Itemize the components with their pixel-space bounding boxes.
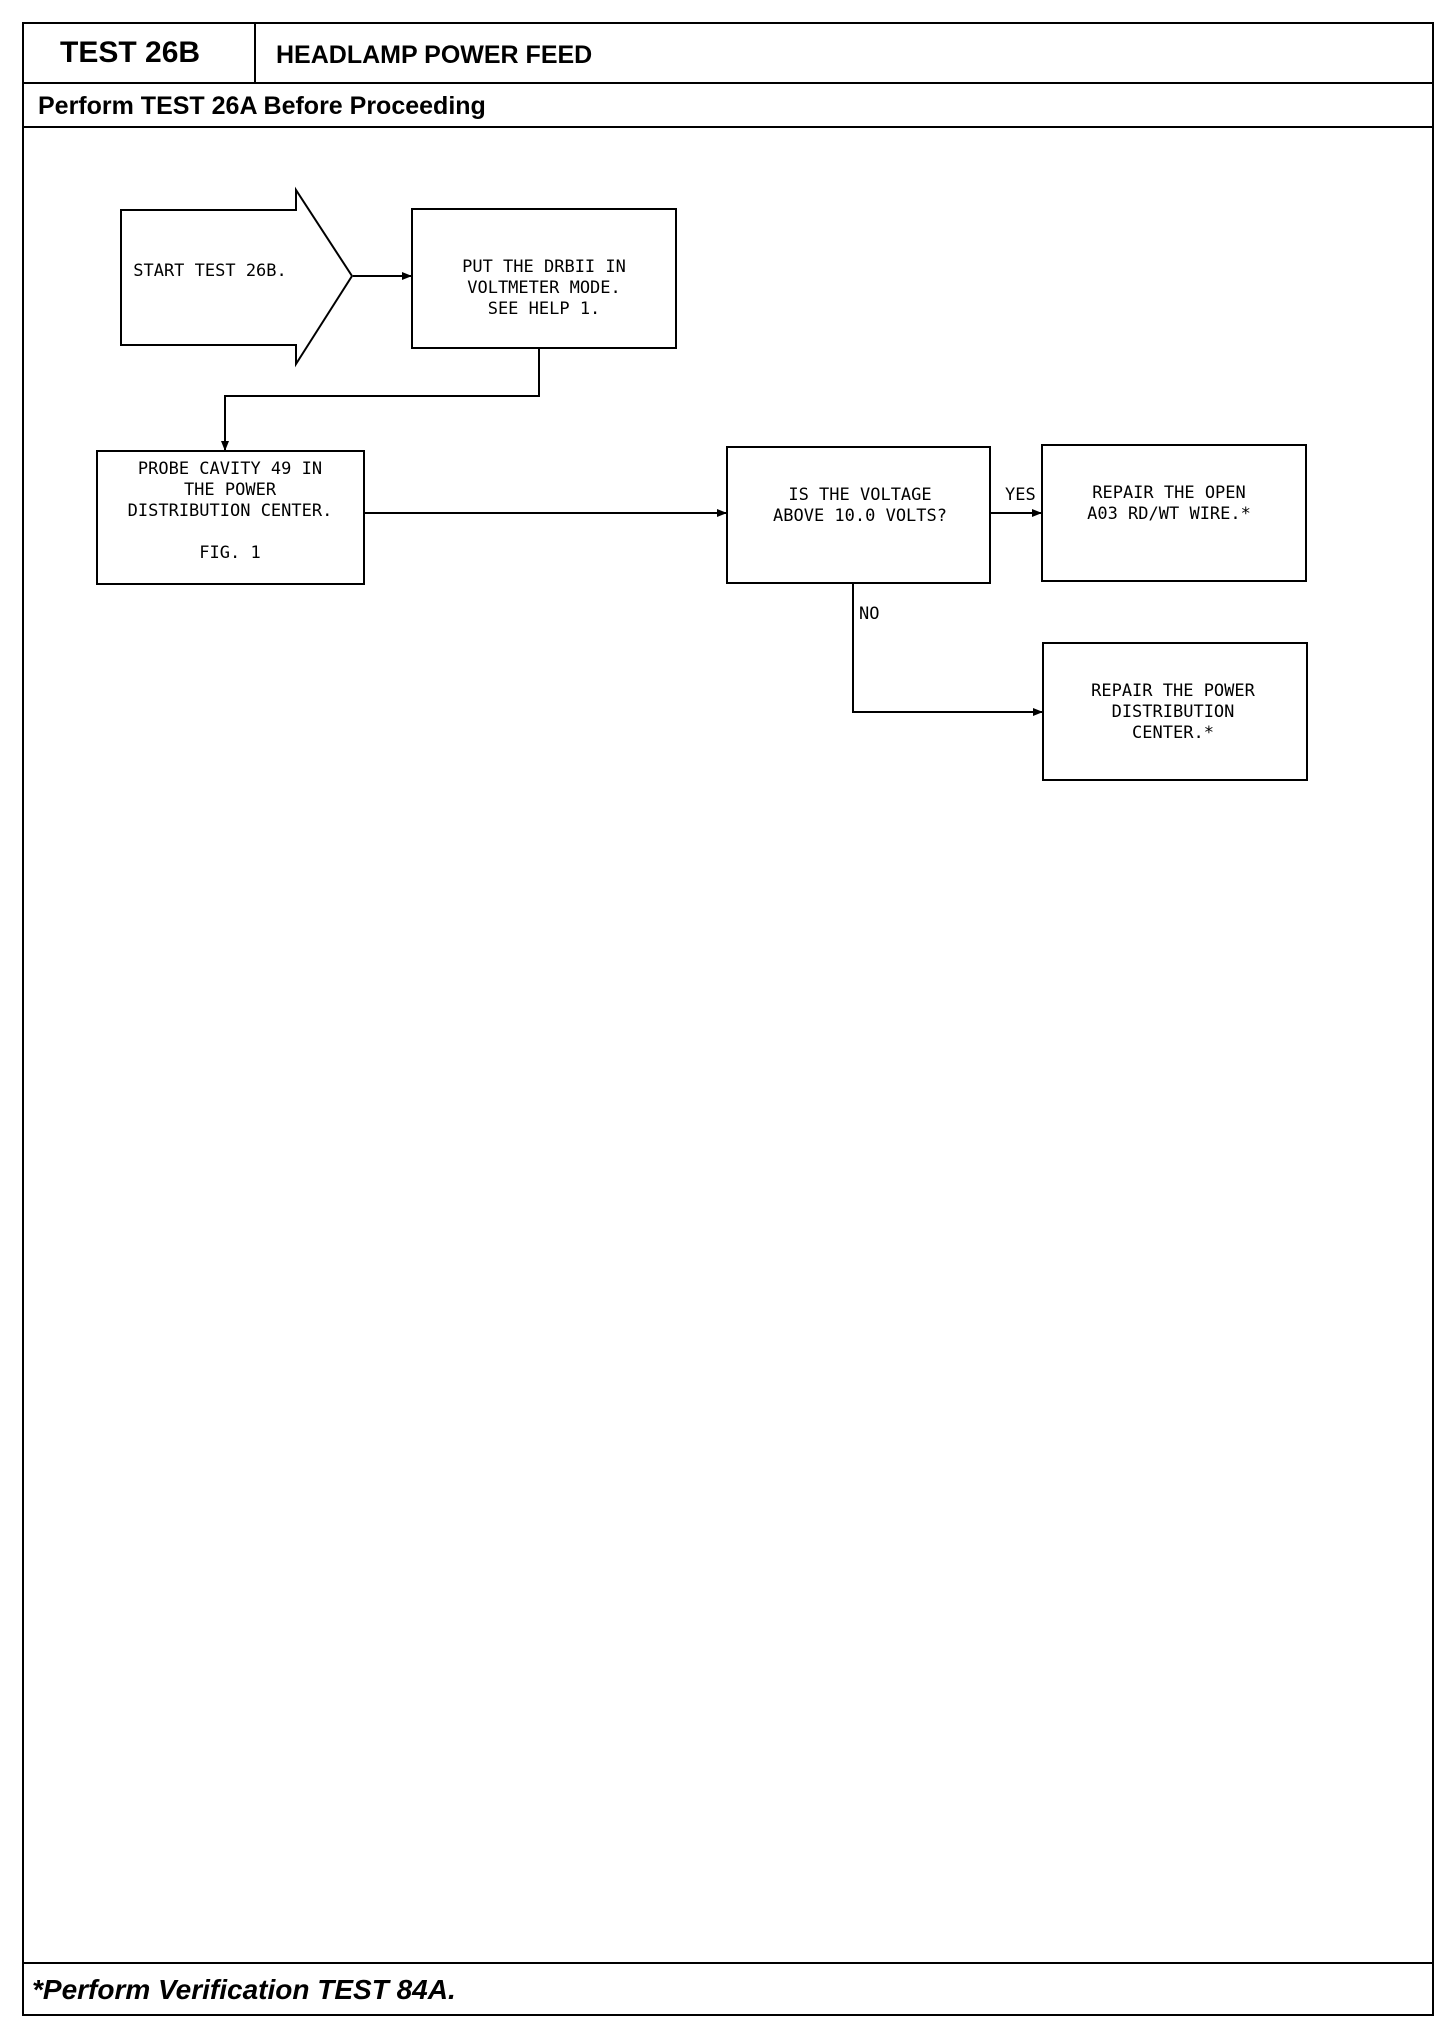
header-row: TEST 26B HEADLAMP POWER FEED [24, 24, 1432, 84]
voltage-decision-text-line: IS THE VOLTAGE [788, 485, 931, 505]
start-node-text-line: START TEST 26B. [133, 261, 287, 281]
no-label: NO [859, 604, 879, 624]
start-node-text: START TEST 26B. [133, 261, 287, 281]
test-number: TEST 26B [24, 24, 256, 82]
probe-step-text-line [225, 522, 235, 542]
drbii-step-text-line: VOLTMETER MODE. [467, 278, 621, 298]
verification-footer: *Perform Verification TEST 84A. [24, 1962, 1432, 2014]
repair-pdc-text-line: DISTRIBUTION [1112, 702, 1235, 722]
probe-step-text-line: FIG. 1 [199, 543, 260, 563]
start-node: START TEST 26B. [120, 186, 354, 368]
probe-step-text-line: DISTRIBUTION CENTER. [128, 501, 333, 521]
probe-step-text-line: PROBE CAVITY 49 IN [138, 459, 322, 479]
repair-pdc-text-line: CENTER.* [1132, 723, 1214, 743]
repair-pdc-text-line: REPAIR THE POWER [1091, 681, 1256, 701]
drbii-step-text-line: PUT THE DRBII IN [462, 257, 626, 277]
repair-wire-text-line: A03 RD/WT WIRE.* [1087, 504, 1251, 524]
probe-step-text-line: THE POWER [184, 480, 277, 500]
page-frame: TEST 26B HEADLAMP POWER FEED Perform TES… [22, 22, 1434, 2016]
connector-decision-no [852, 583, 1043, 716]
test-title: HEADLAMP POWER FEED [276, 41, 593, 69]
drbii-step-text-line: SEE HELP 1. [488, 299, 601, 319]
repair-wire-text-line: REPAIR THE OPEN [1092, 483, 1246, 503]
prerequisite-note: Perform TEST 26A Before Proceeding [24, 84, 1432, 128]
connector-drbii-to-probe [221, 348, 540, 451]
yes-label: YES [1005, 485, 1036, 505]
voltage-decision-text-line: ABOVE 10.0 VOLTS? [773, 506, 947, 526]
